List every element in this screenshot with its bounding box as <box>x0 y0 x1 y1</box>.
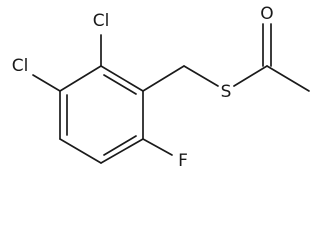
oxygen-label: O <box>260 4 273 24</box>
chlorine-upper-label: Cl <box>93 11 110 31</box>
ring-bond-c1-c2 <box>100 65 144 92</box>
chlorine-left-label: Cl <box>12 56 29 76</box>
ring-double-bond-inner-2 <box>103 135 137 156</box>
bond-sulfur-to-carbonyl <box>233 65 268 87</box>
bond-ring-to-fluorine <box>142 138 173 156</box>
fluorine-label: F <box>178 151 188 171</box>
bond-ch2-to-sulfur <box>183 65 219 87</box>
ring-bond-c4-c5 <box>59 138 102 164</box>
sulfur-label: S <box>221 82 232 102</box>
benzene-ring <box>59 65 144 164</box>
molecule-structure: Cl Cl F S O <box>12 4 310 171</box>
bond-ring-to-ch2 <box>142 65 185 92</box>
bond-carbonyl-to-methyl <box>266 65 310 92</box>
ring-bond-c6-c1 <box>59 65 102 92</box>
ring-double-bond-inner-1 <box>103 74 137 95</box>
ring-bond-c3-c4 <box>100 138 144 164</box>
bond-ring-to-cl-left <box>32 74 61 92</box>
